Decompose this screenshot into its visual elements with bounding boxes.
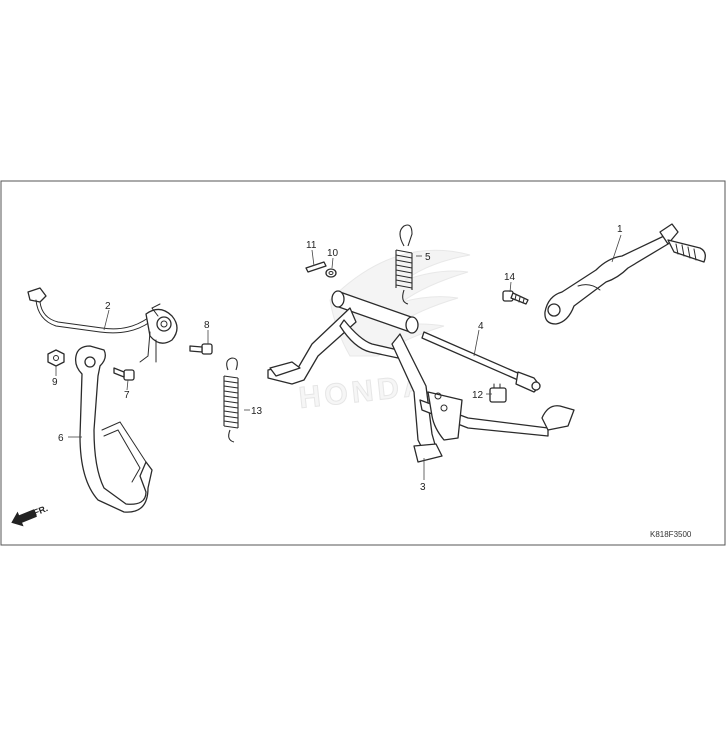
part-12-switch <box>489 383 507 403</box>
part-10-washer <box>325 268 337 278</box>
part-14-bolt <box>502 290 529 305</box>
callout-2: 2 <box>105 301 111 312</box>
drawing-code: K818F3500 <box>650 530 692 539</box>
part-4-shaft <box>421 331 541 393</box>
part-8-bolt <box>189 343 213 355</box>
part-11-pin <box>305 261 327 273</box>
callout-3: 3 <box>420 482 426 493</box>
callout-5: 5 <box>425 252 431 263</box>
callout-8: 8 <box>204 320 210 331</box>
diagram-frame <box>0 180 726 546</box>
part-7-bolt <box>113 367 135 381</box>
callout-1: 1 <box>617 224 623 235</box>
callout-10: 10 <box>327 248 339 259</box>
callout-7: 7 <box>124 390 130 401</box>
callout-11: 11 <box>306 240 317 251</box>
part-5-spring <box>395 224 413 305</box>
callout-6: 6 <box>58 433 64 444</box>
part-2-cable <box>27 287 178 363</box>
part-3-main-stand <box>267 290 575 463</box>
direction-label: FR. <box>32 503 49 518</box>
forward-arrow-icon <box>11 509 37 527</box>
part-13-spring <box>223 357 239 443</box>
callout-13: 13 <box>251 406 263 417</box>
leader-lines <box>55 234 622 480</box>
callout-12: 12 <box>472 390 484 401</box>
callout-9: 9 <box>52 377 58 388</box>
part-6-brake-pedal <box>74 345 153 513</box>
part-9-nut <box>47 349 65 367</box>
callout-4: 4 <box>478 321 484 332</box>
callout-14: 14 <box>504 272 516 283</box>
part-1-lever <box>544 223 706 325</box>
